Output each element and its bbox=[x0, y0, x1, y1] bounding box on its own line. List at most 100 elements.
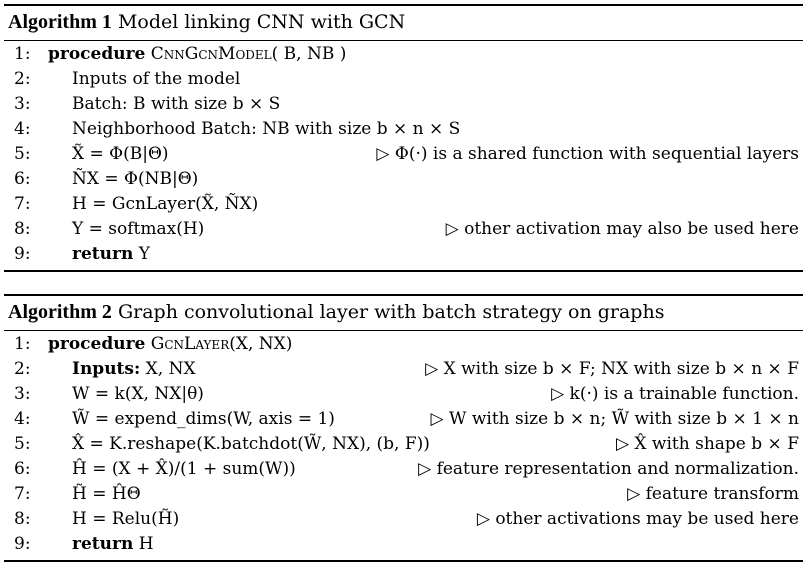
statement-text: Neighborhood Batch: NB with size b × n ×… bbox=[72, 119, 461, 139]
line-number: 2: bbox=[14, 359, 31, 379]
statement-text: W̃ = expend_dims(W, axis = 1) bbox=[72, 409, 335, 429]
algorithm-label: Algorithm 2 bbox=[8, 301, 112, 323]
statement-text: X̂ = K.reshape(K.batchdot(W̃, NX), (b, F… bbox=[72, 434, 430, 454]
line-comment: ▷ feature representation and normalizati… bbox=[418, 459, 799, 479]
line-code: X̃ = Φ(B|Θ) bbox=[72, 142, 169, 167]
statement-text: H bbox=[138, 534, 154, 554]
line-code: procedure GcnLayer(X, NX) bbox=[48, 332, 292, 357]
keyword: return bbox=[72, 244, 134, 264]
line-code: H = GcnLayer(X̃, ÑX) bbox=[72, 192, 258, 217]
algorithm-caption: Model linking CNN with GCN bbox=[117, 11, 406, 33]
algorithm-line: 3: W = k(X, NX|θ) ▷ k(·) is a trainable fu… bbox=[4, 382, 803, 407]
line-number: 8: bbox=[14, 509, 31, 529]
algorithm-line: 4: Neighborhood Batch: NB with size b × n… bbox=[4, 117, 803, 142]
line-number: 2: bbox=[14, 69, 31, 89]
algorithm-line: 9: return Y bbox=[4, 242, 803, 267]
statement-text: X̃ = Φ(B|Θ) bbox=[72, 144, 169, 164]
line-code: Ĥ = (X + X̂)/(1 + sum(W)) bbox=[72, 457, 296, 482]
line-comment: ▷ X̂ with shape b × F bbox=[615, 434, 799, 454]
keyword: procedure bbox=[48, 44, 146, 64]
line-number: 6: bbox=[14, 459, 31, 479]
line-number: 7: bbox=[14, 484, 31, 504]
header-rule bbox=[4, 330, 803, 331]
line-number: 4: bbox=[14, 119, 31, 139]
top-rule bbox=[4, 4, 803, 6]
line-comment: ▷ Φ(·) is a shared function with sequent… bbox=[376, 144, 799, 164]
line-number: 3: bbox=[14, 94, 31, 114]
algorithm-line: 9: return H bbox=[4, 532, 803, 557]
algorithm-line: 2: Inputs of the model bbox=[4, 67, 803, 92]
algorithm-1-block: Algorithm 1 Model linking CNN with GCN 1… bbox=[4, 4, 803, 272]
line-number: 3: bbox=[14, 384, 31, 404]
algorithm-caption: Graph convolutional layer with batch str… bbox=[117, 301, 665, 323]
line-number: 5: bbox=[14, 434, 31, 454]
line-code: Inputs: X, NX bbox=[72, 357, 196, 382]
line-number: 4: bbox=[14, 409, 31, 429]
algorithm-line: 1: procedure GcnLayer(X, NX) bbox=[4, 332, 803, 357]
statement-text: Y bbox=[138, 244, 150, 264]
line-comment: ▷ X with size b × F; NX with size b × n … bbox=[425, 359, 799, 379]
line-code: return Y bbox=[72, 242, 150, 267]
algorithm-line: 5: X̃ = Φ(B|Θ) ▷ Φ(·) is a shared function… bbox=[4, 142, 803, 167]
keyword: procedure bbox=[48, 334, 146, 354]
statement-text: CnnGcnModel( B, NB ) bbox=[150, 44, 347, 64]
statement-text: H = Relu(H̃) bbox=[72, 509, 180, 529]
line-number: 5: bbox=[14, 144, 31, 164]
line-code: Batch: B with size b × S bbox=[72, 92, 280, 117]
line-number: 6: bbox=[14, 169, 31, 189]
statement-text: Inputs of the model bbox=[72, 69, 241, 89]
line-code: X̂ = K.reshape(K.batchdot(W̃, NX), (b, F… bbox=[72, 432, 430, 457]
algorithm-line: 7: H = GcnLayer(X̃, ÑX) bbox=[4, 192, 803, 217]
line-code: Inputs of the model bbox=[72, 67, 240, 92]
line-code: Y = softmax(H) bbox=[72, 217, 204, 242]
statement-text: W = k(X, NX|θ) bbox=[72, 384, 204, 404]
line-comment: ▷ k(·) is a trainable function. bbox=[551, 384, 799, 404]
line-number: 9: bbox=[14, 534, 31, 554]
statement-text: H̃ = ĤΘ bbox=[72, 484, 141, 504]
algorithm-line: 6: ÑX = Φ(NB|Θ) bbox=[4, 167, 803, 192]
line-code: W = k(X, NX|θ) bbox=[72, 382, 204, 407]
line-code: Neighborhood Batch: NB with size b × n ×… bbox=[72, 117, 460, 142]
bottom-rule bbox=[4, 270, 803, 272]
algorithm-line: 8: Y = softmax(H) ▷ other activation may a… bbox=[4, 217, 803, 242]
line-code: W̃ = expend_dims(W, axis = 1) bbox=[72, 407, 335, 432]
bottom-rule bbox=[4, 560, 803, 562]
line-number: 9: bbox=[14, 244, 31, 264]
statement-text: Ĥ = (X + X̂)/(1 + sum(W)) bbox=[72, 459, 296, 479]
algorithm-label: Algorithm 1 bbox=[8, 11, 112, 33]
algorithm-line: 7: H̃ = ĤΘ ▷ feature transform bbox=[4, 482, 803, 507]
line-code: H̃ = ĤΘ bbox=[72, 482, 141, 507]
algorithm-line: 1: procedure CnnGcnModel( B, NB ) bbox=[4, 42, 803, 67]
line-number: 7: bbox=[14, 194, 31, 214]
keyword: Inputs: bbox=[72, 359, 141, 379]
line-code: return H bbox=[72, 532, 154, 557]
algorithm-line: 3: Batch: B with size b × S bbox=[4, 92, 803, 117]
line-code: ÑX = Φ(NB|Θ) bbox=[72, 167, 198, 192]
keyword: return bbox=[72, 534, 134, 554]
algorithm-title: Algorithm 1 Model linking CNN with GCN bbox=[8, 7, 405, 37]
statement-text: X, NX bbox=[145, 359, 196, 379]
algorithm-line: 8: H = Relu(H̃) ▷ other activations may be… bbox=[4, 507, 803, 532]
line-code: H = Relu(H̃) bbox=[72, 507, 179, 532]
line-number: 1: bbox=[14, 44, 31, 64]
line-comment: ▷ feature transform bbox=[627, 484, 799, 504]
line-comment: ▷ other activations may be used here bbox=[476, 509, 799, 529]
algorithm-line: 6: Ĥ = (X + X̂)/(1 + sum(W)) ▷ feature rep… bbox=[4, 457, 803, 482]
statement-text: ÑX = Φ(NB|Θ) bbox=[72, 169, 199, 189]
line-comment: ▷ W with size b × n; W̃ with size b × 1 … bbox=[430, 409, 799, 429]
top-rule bbox=[4, 294, 803, 296]
algorithm-line: 5: X̂ = K.reshape(K.batchdot(W̃, NX), (b,… bbox=[4, 432, 803, 457]
statement-text: H = GcnLayer(X̃, ÑX) bbox=[72, 194, 259, 214]
line-code: procedure CnnGcnModel( B, NB ) bbox=[48, 42, 346, 67]
statement-text: GcnLayer(X, NX) bbox=[150, 334, 293, 354]
algorithm-2-block: Algorithm 2 Graph convolutional layer wi… bbox=[4, 294, 803, 562]
line-number: 8: bbox=[14, 219, 31, 239]
line-comment: ▷ other activation may also be used here bbox=[445, 219, 799, 239]
statement-text: Batch: B with size b × S bbox=[72, 94, 281, 114]
header-rule bbox=[4, 40, 803, 41]
algorithm-title: Algorithm 2 Graph convolutional layer wi… bbox=[8, 297, 664, 327]
line-number: 1: bbox=[14, 334, 31, 354]
algorithm-line: 4: W̃ = expend_dims(W, axis = 1) ▷ W with … bbox=[4, 407, 803, 432]
algorithm-line: 2: Inputs: X, NX ▷ X with size b × F; NX w… bbox=[4, 357, 803, 382]
statement-text: Y = softmax(H) bbox=[72, 219, 205, 239]
